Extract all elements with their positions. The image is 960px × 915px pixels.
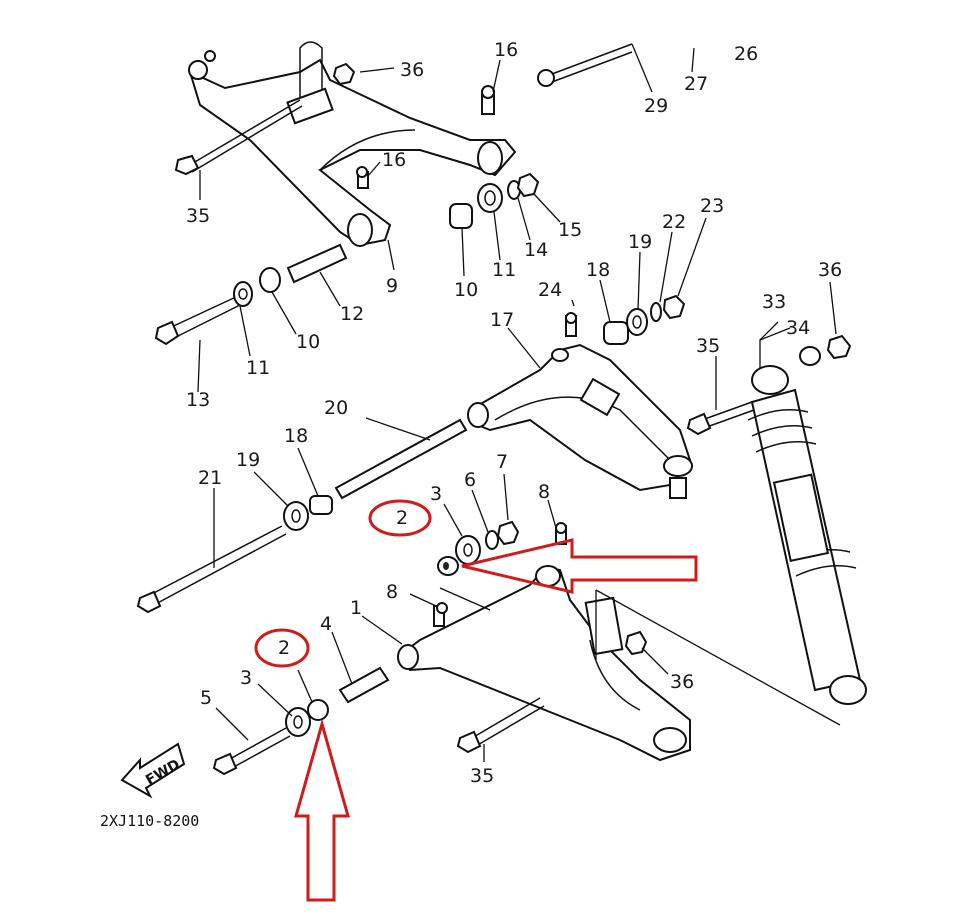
callout-18: 18: [586, 259, 610, 281]
highlight-arrow-icon: [461, 538, 698, 594]
callout-10: 10: [296, 331, 320, 353]
callout-8: 8: [386, 581, 398, 603]
callout-16: 16: [494, 39, 518, 61]
callout-15: 15: [558, 219, 582, 241]
callout-21: 21: [198, 467, 222, 489]
bushings-lower-left: [212, 666, 390, 776]
upper-arm-mid: [467, 312, 693, 499]
callout-4: 4: [320, 613, 332, 635]
callout-17: 17: [490, 309, 514, 331]
callout-26: 26: [734, 43, 758, 65]
callout-16: 16: [382, 149, 406, 171]
diagram-code: 2XJ110-8200: [100, 812, 199, 830]
callout-11: 11: [492, 259, 516, 281]
shock-absorber: [686, 334, 867, 705]
callout-numbers: 36 16 26 27 29 16 35 15 14 11 10 9 23 22…: [186, 39, 842, 787]
callout-35: 35: [186, 205, 210, 227]
red-highlights: [254, 499, 698, 902]
callout-6: 6: [464, 469, 476, 491]
callout-14: 14: [524, 239, 548, 261]
callout-22: 22: [662, 211, 686, 233]
callout-12: 12: [340, 303, 364, 325]
callout-29: 29: [644, 95, 668, 117]
upper-arm-top: [174, 41, 517, 247]
callout-3: 3: [430, 483, 442, 505]
callout-19: 19: [628, 231, 652, 253]
callout-36: 36: [670, 671, 694, 693]
callout-18: 18: [284, 425, 308, 447]
fwd-arrow-icon: FWD: [120, 742, 186, 799]
bushings-right-upper: [603, 294, 686, 345]
callout-2-highlighted: 2: [396, 507, 408, 529]
assembly-lines: [439, 321, 841, 726]
callout-33: 33: [762, 291, 786, 313]
highlight-circle: [254, 628, 310, 668]
callout-24: 24: [538, 279, 562, 301]
callout-11: 11: [246, 357, 270, 379]
callout-36: 36: [818, 259, 842, 281]
callout-3: 3: [240, 667, 252, 689]
callout-23: 23: [700, 195, 724, 217]
callout-8: 8: [538, 481, 550, 503]
callout-34: 34: [786, 317, 810, 339]
bushings-middle: [437, 520, 567, 576]
callout-35: 35: [470, 765, 494, 787]
callout-19: 19: [236, 449, 260, 471]
lower-arm: [397, 565, 691, 762]
highlight-circle: [368, 499, 432, 537]
callout-27: 27: [684, 73, 708, 95]
callout-7: 7: [496, 451, 508, 473]
highlight-arrow-icon: [294, 718, 350, 902]
callout-1: 1: [350, 597, 362, 619]
callout-9: 9: [386, 275, 398, 297]
callout-13: 13: [186, 389, 210, 411]
callout-2-highlighted: 2: [278, 637, 290, 659]
callout-20: 20: [324, 397, 348, 419]
leader-lines: [197, 43, 837, 762]
callout-10: 10: [454, 279, 478, 301]
callout-36: 36: [400, 59, 424, 81]
callout-5: 5: [200, 687, 212, 709]
pin-set-middle: [154, 243, 348, 346]
long-bolts: [136, 418, 468, 614]
callout-35: 35: [696, 335, 720, 357]
upper-small-parts: [332, 43, 633, 229]
